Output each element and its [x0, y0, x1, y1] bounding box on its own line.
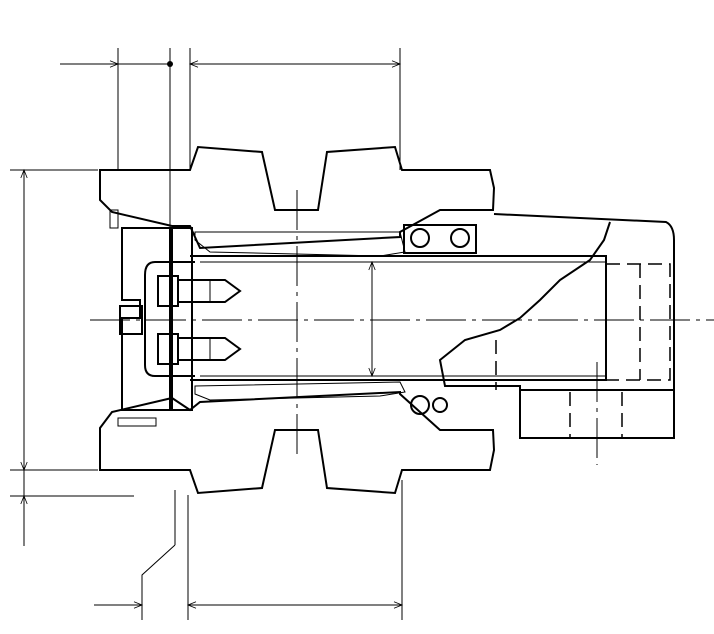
- bolt-upper: [157, 275, 242, 307]
- retainer-cup: [144, 261, 195, 377]
- sprocket-lower-half: [99, 390, 496, 495]
- sprocket-upper-half: [99, 145, 496, 250]
- bushing-lower: [194, 381, 406, 401]
- bearing-lower: [410, 395, 448, 415]
- shaft: [190, 255, 607, 381]
- bushing-upper: [194, 231, 406, 257]
- inner-retainer: [171, 227, 193, 411]
- set-screw-top: [109, 209, 119, 229]
- end-cover-plate: [121, 227, 171, 411]
- ext-line-leader: [141, 544, 176, 620]
- bearing-upper: [403, 224, 477, 254]
- hidden-line-1: [606, 263, 671, 381]
- set-screw-bottom: [117, 417, 157, 427]
- dim-dot: [167, 61, 173, 67]
- bolt-lower: [157, 333, 242, 365]
